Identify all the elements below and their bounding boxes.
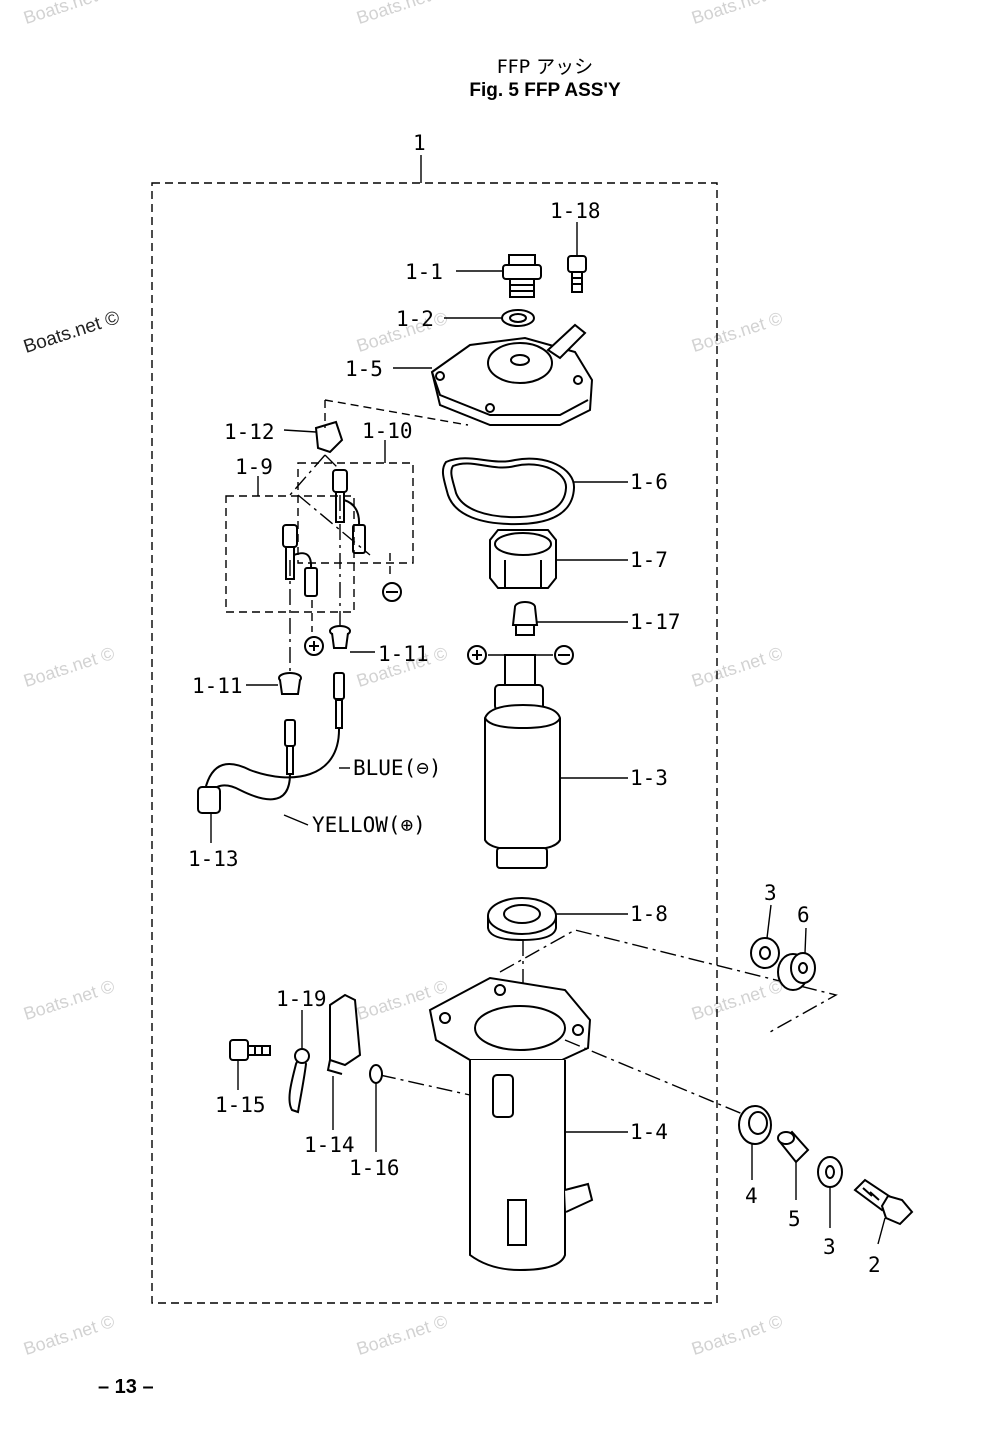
nut-1-7 bbox=[489, 529, 557, 589]
callout-3-top: 3 bbox=[764, 881, 777, 905]
cap-1-11-right bbox=[329, 625, 351, 649]
cover-1-5 bbox=[430, 323, 594, 426]
callout-1-9: 1-9 bbox=[235, 455, 273, 479]
minus-symbol bbox=[554, 645, 574, 665]
seal-1-8 bbox=[487, 897, 557, 942]
callout-1-11-right: 1-11 bbox=[378, 642, 429, 666]
callout-1-11-left: 1-11 bbox=[192, 674, 243, 698]
callout-3-bottom: 3 bbox=[823, 1235, 836, 1259]
fitting-1-1 bbox=[502, 254, 542, 298]
bolt-2 bbox=[853, 1178, 914, 1226]
callout-1-14: 1-14 bbox=[304, 1133, 355, 1157]
terminal-1-9 bbox=[282, 524, 318, 597]
sleeve-5 bbox=[777, 1130, 810, 1164]
callout-1-4: 1-4 bbox=[630, 1120, 668, 1144]
figure-title: Fig. 5 FFP ASS'Y bbox=[469, 80, 621, 101]
collar-4 bbox=[738, 1105, 772, 1145]
assembly-boundary bbox=[151, 182, 718, 1304]
minus-symbol bbox=[382, 582, 402, 602]
callout-1-12: 1-12 bbox=[224, 420, 275, 444]
grommet-1-12 bbox=[314, 420, 344, 454]
callout-1-13: 1-13 bbox=[188, 847, 239, 871]
callout-1-17: 1-17 bbox=[630, 610, 681, 634]
terminal-1-10 bbox=[332, 469, 366, 554]
screw-1-18 bbox=[567, 255, 587, 293]
callout-1-10: 1-10 bbox=[362, 419, 413, 443]
screen-1-17 bbox=[511, 601, 539, 636]
callout-1-3: 1-3 bbox=[630, 766, 668, 790]
plus-symbol bbox=[304, 636, 324, 656]
cap-1-11-left bbox=[278, 672, 302, 695]
callout-1-19: 1-19 bbox=[276, 987, 327, 1011]
fuel-pump-1-3 bbox=[484, 654, 561, 869]
washer-3-bottom bbox=[817, 1156, 843, 1188]
subassembly-box-1-10 bbox=[297, 462, 414, 564]
callout-5: 5 bbox=[788, 1207, 801, 1231]
callout-1-7: 1-7 bbox=[630, 548, 668, 572]
washer-1-2 bbox=[501, 309, 535, 327]
callout-4: 4 bbox=[745, 1184, 758, 1208]
strap-1-19 bbox=[288, 1048, 310, 1114]
washer-1-16 bbox=[369, 1064, 383, 1084]
wire-harness-1-13 bbox=[197, 672, 345, 814]
callout-2: 2 bbox=[868, 1253, 881, 1277]
wire-label-yellow: YELLOW(⊕) bbox=[312, 813, 426, 837]
bolt-1-15 bbox=[229, 1039, 271, 1061]
callout-6: 6 bbox=[797, 903, 810, 927]
page-number: – 13 – bbox=[98, 1376, 154, 1398]
callout-1-15: 1-15 bbox=[215, 1093, 266, 1117]
gasket-1-6 bbox=[441, 457, 576, 526]
callout-1-16: 1-16 bbox=[349, 1156, 400, 1180]
title-japanese: FFP アッシ bbox=[496, 56, 594, 78]
washer-3-top bbox=[750, 937, 780, 969]
housing-1-4 bbox=[428, 976, 594, 1272]
callout-1-6: 1-6 bbox=[630, 470, 668, 494]
callout-1-2: 1-2 bbox=[396, 307, 434, 331]
callout-1-1: 1-1 bbox=[405, 260, 443, 284]
callout-1-18: 1-18 bbox=[550, 199, 601, 223]
bracket-1-14 bbox=[326, 993, 362, 1075]
plus-symbol bbox=[467, 645, 487, 665]
callout-1-5: 1-5 bbox=[345, 357, 383, 381]
callout-1-8: 1-8 bbox=[630, 902, 668, 926]
grommet-6 bbox=[777, 952, 816, 991]
wire-label-blue: BLUE(⊖) bbox=[353, 756, 442, 780]
callout-1: 1 bbox=[413, 131, 426, 155]
subassembly-box-1-9 bbox=[225, 495, 355, 613]
